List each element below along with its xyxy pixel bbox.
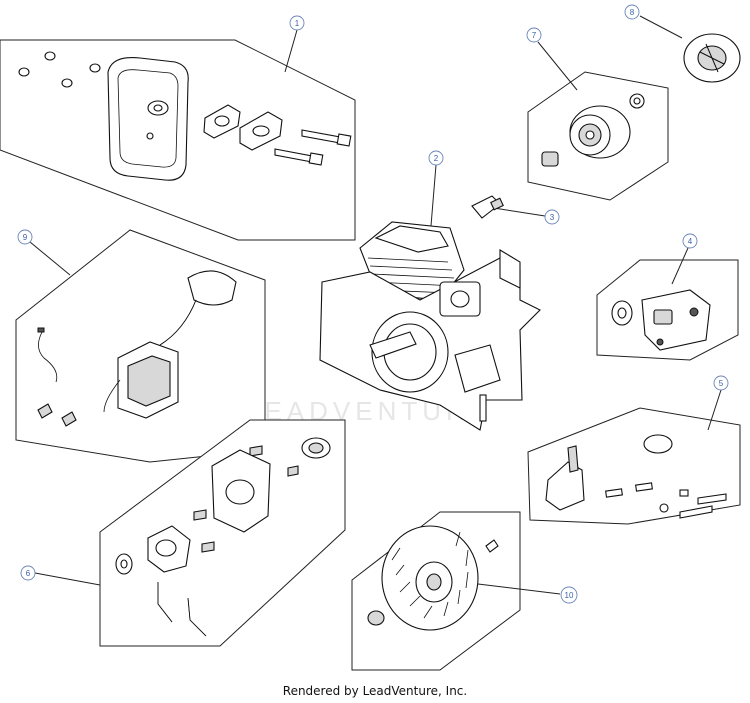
svg-text:9: 9 <box>23 233 28 242</box>
svg-text:3: 3 <box>550 213 555 222</box>
svg-text:6: 6 <box>26 569 31 578</box>
group-5-oil-pump <box>527 389 741 525</box>
callout-1[interactable]: 1 <box>289 15 305 31</box>
callout-4[interactable]: 4 <box>682 233 698 249</box>
callout-8[interactable]: 8 <box>624 4 640 20</box>
group-8-clutch <box>639 15 741 83</box>
group-4-carburetor <box>596 247 739 361</box>
group-1-muffler <box>0 29 356 241</box>
callout-5[interactable]: 5 <box>713 375 729 391</box>
callout-7[interactable]: 7 <box>526 27 542 43</box>
svg-text:2: 2 <box>434 154 439 163</box>
callout-9[interactable]: 9 <box>17 229 33 245</box>
callout-2[interactable]: 2 <box>428 150 444 166</box>
svg-text:5: 5 <box>719 379 724 388</box>
callout-10[interactable]: 10 <box>560 586 578 604</box>
callout-6[interactable]: 6 <box>20 565 36 581</box>
svg-text:4: 4 <box>688 237 693 246</box>
footer-credit: Rendered by LeadVenture, Inc. <box>282 684 468 698</box>
group-9-ignition <box>15 229 266 463</box>
group-6-intake <box>34 419 346 647</box>
svg-text:8: 8 <box>630 8 635 17</box>
svg-text:7: 7 <box>532 31 537 40</box>
group-7-clutch-drum <box>527 41 669 201</box>
group-2-engine-block <box>319 164 546 431</box>
group-10-flywheel <box>351 511 561 671</box>
svg-text:1: 1 <box>295 19 300 28</box>
svg-text:10: 10 <box>565 591 574 600</box>
callout-3[interactable]: 3 <box>544 209 560 225</box>
